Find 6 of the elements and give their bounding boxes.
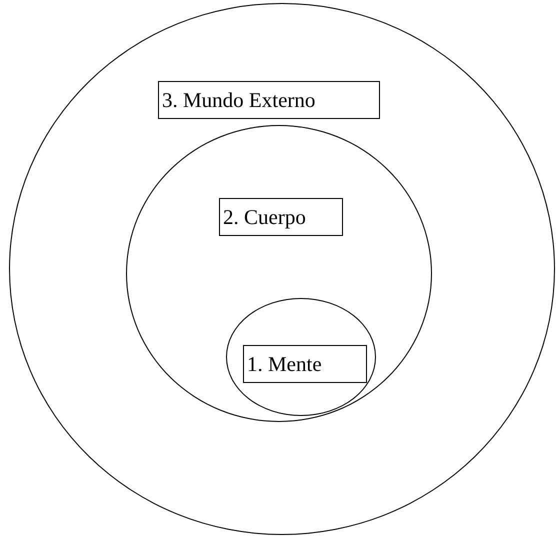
region-label: 3. Mundo Externo: [158, 81, 380, 119]
ellipse-region: [9, 3, 555, 535]
region-label: 2. Cuerpo: [219, 198, 343, 236]
ellipse-region: [126, 125, 432, 422]
ellipse-region: [226, 298, 376, 416]
region-label: 1. Mente: [243, 345, 367, 383]
